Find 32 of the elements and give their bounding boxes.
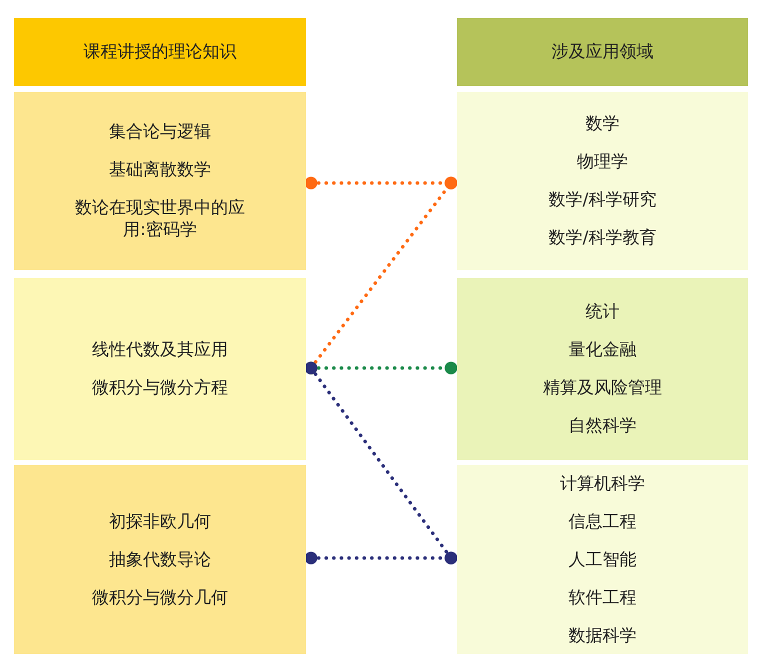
topic-text: 线性代数及其应用 xyxy=(92,339,228,361)
topic-text: 数学 xyxy=(586,113,620,135)
topic-text: 人工智能 xyxy=(568,548,636,570)
topic-text: 数论在现实世界中的应用:密码学 xyxy=(74,197,246,241)
topic-text: 数据科学 xyxy=(568,624,636,646)
topic-text: 自然科学 xyxy=(568,415,636,437)
column-header xyxy=(457,18,748,86)
topic-text: 抽象代数导论 xyxy=(109,548,211,570)
topic-text: 计算机科学 xyxy=(560,472,645,494)
topic-text: 量化金融 xyxy=(568,339,636,361)
topic-text: 基础离散数学 xyxy=(109,159,211,181)
topic-text: 精算及风险管理 xyxy=(543,377,662,399)
topic-text: 微积分与微分方程 xyxy=(92,377,228,399)
topic-panel xyxy=(457,92,748,270)
topic-text: 统计 xyxy=(586,301,620,323)
topic-text: 信息工程 xyxy=(568,510,636,532)
topic-panel xyxy=(14,92,306,270)
topic-text: 数学/科学研究 xyxy=(548,189,656,211)
topic-text: 初探非欧几何 xyxy=(109,510,211,532)
topic-text: 微积分与微分几何 xyxy=(92,586,228,608)
topic-text: 数学/科学教育 xyxy=(548,227,656,249)
header-text: 涉及应用领域 xyxy=(552,41,654,63)
topic-panel xyxy=(457,278,748,460)
topic-panel xyxy=(457,465,748,654)
topic-text: 集合论与逻辑 xyxy=(109,121,211,143)
topic-text: 物理学 xyxy=(577,151,628,173)
column-header xyxy=(14,18,306,86)
topic-text: 软件工程 xyxy=(568,586,636,608)
topic-panel xyxy=(14,278,306,460)
dotted-connector xyxy=(304,552,458,564)
topic-panel xyxy=(14,465,306,654)
header-text: 课程讲授的理论知识 xyxy=(84,41,236,63)
